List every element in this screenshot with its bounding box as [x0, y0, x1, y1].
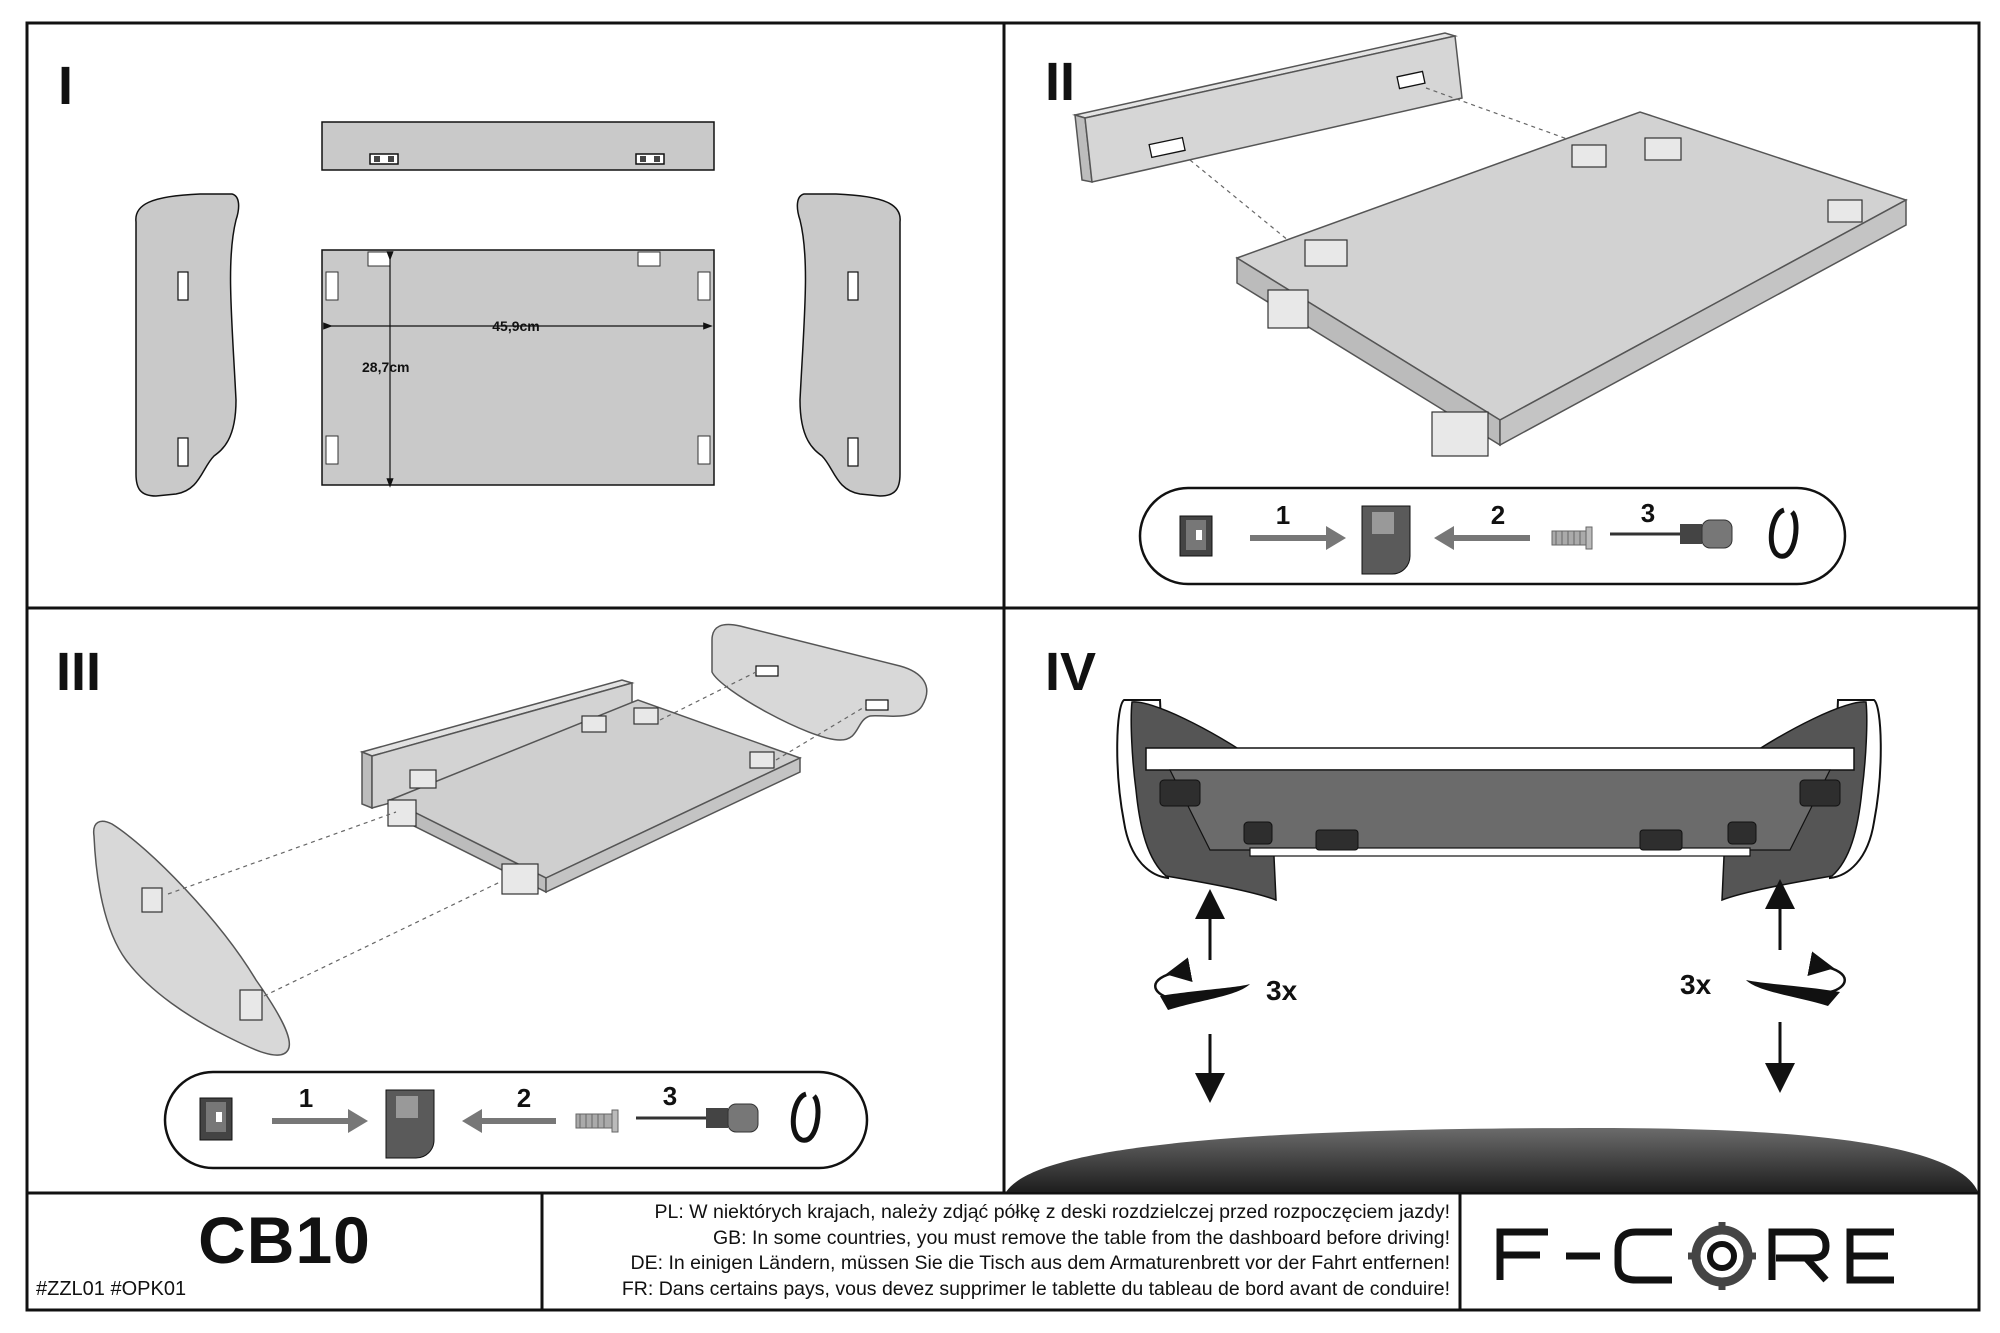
corner-fittings: [387, 707, 775, 895]
panel-label: II: [1045, 52, 1075, 112]
bracket-icon: [1148, 70, 1426, 159]
bracket-icon: [141, 887, 263, 1021]
guide-lines: [167, 671, 867, 997]
panel-2: II: [1045, 32, 1908, 586]
safety-warnings: PL: W niektórych krajach, należy zdjąć p…: [544, 1196, 1458, 1310]
screwdriver-icon: [636, 1103, 759, 1133]
step-number: 3: [1641, 498, 1655, 528]
rotate-icon: [1154, 957, 1193, 1000]
guide-lines: [1189, 87, 1571, 251]
back-rail: [1072, 32, 1463, 183]
brand-logo: [1496, 1222, 1894, 1290]
bracket-icon: [177, 271, 189, 467]
rotation-count: 3x: [1680, 969, 1712, 1000]
step-number: 2: [1491, 500, 1505, 530]
rotate-icon: [1768, 507, 1799, 559]
screwdriver-icon: [1610, 519, 1733, 549]
bracket-icon: [847, 271, 859, 467]
step-arrow-head: [462, 1109, 482, 1133]
panel-4: IV 3x 3x: [1006, 642, 1978, 1192]
corner-fittings: [325, 251, 711, 465]
dashboard: [1006, 1128, 1978, 1192]
strap-icon: [1746, 980, 1840, 1006]
corner-fittings: [1159, 779, 1841, 851]
step-number: 3: [663, 1081, 677, 1111]
rotate-icon: [1807, 951, 1846, 994]
right-side-panel: [711, 623, 928, 741]
screw-icon: [1551, 526, 1593, 550]
step-arrow-head: [1326, 526, 1346, 550]
panel-3: III: [56, 623, 928, 1170]
step-number: 2: [517, 1083, 531, 1113]
clip-part-icon: [1179, 515, 1213, 557]
bracket-icon: [369, 153, 399, 165]
warning-gb: GB: In some countries, you must remove t…: [712, 1226, 1450, 1249]
step-number: 1: [1276, 500, 1290, 530]
depth-dimension: 28,7cm: [362, 359, 409, 375]
back-rail: [1249, 847, 1751, 857]
frame: [25, 21, 1981, 1312]
screw-icon: [575, 1109, 619, 1133]
model-name: CB10: [198, 1203, 371, 1277]
panel-label: IV: [1045, 642, 1096, 702]
strap-icon: [1160, 984, 1250, 1010]
right-side-panel: [796, 193, 901, 497]
panel-label: III: [56, 642, 101, 702]
clip-part-icon: [199, 1097, 233, 1141]
width-dimension: 45,9cm: [492, 318, 539, 334]
bracket-part-icon: [385, 1089, 435, 1159]
rotation-count: 3x: [1266, 975, 1298, 1006]
shelf-edge: [1145, 747, 1855, 771]
corner-fittings: [1267, 137, 1863, 457]
rotate-icon: [790, 1091, 821, 1143]
left-side-panel: [135, 193, 240, 497]
product-codes: #ZZL01 #OPK01: [36, 1278, 187, 1300]
brand-box: [1461, 1196, 1979, 1310]
bracket-part-icon: [1361, 505, 1411, 575]
panel-label: I: [58, 56, 73, 116]
back-rail: [359, 679, 635, 810]
step-number: 1: [299, 1083, 313, 1113]
bracket-icon: [755, 665, 889, 711]
bracket-icon: [635, 153, 665, 165]
warning-de: DE: In einigen Ländern, müssen Sie die T…: [630, 1252, 1450, 1274]
warning-pl: PL: W niektórych krajach, należy zdjąć p…: [654, 1201, 1450, 1223]
step-arrow-head: [348, 1109, 368, 1133]
warning-fr: FR: Dans certains pays, vous devez suppr…: [621, 1277, 1450, 1300]
step-arrow-head: [1434, 526, 1454, 550]
panel-1: I 45,9cm 28,7cm: [58, 56, 901, 497]
model-box: CB10 #ZZL01 #OPK01: [28, 1196, 541, 1310]
